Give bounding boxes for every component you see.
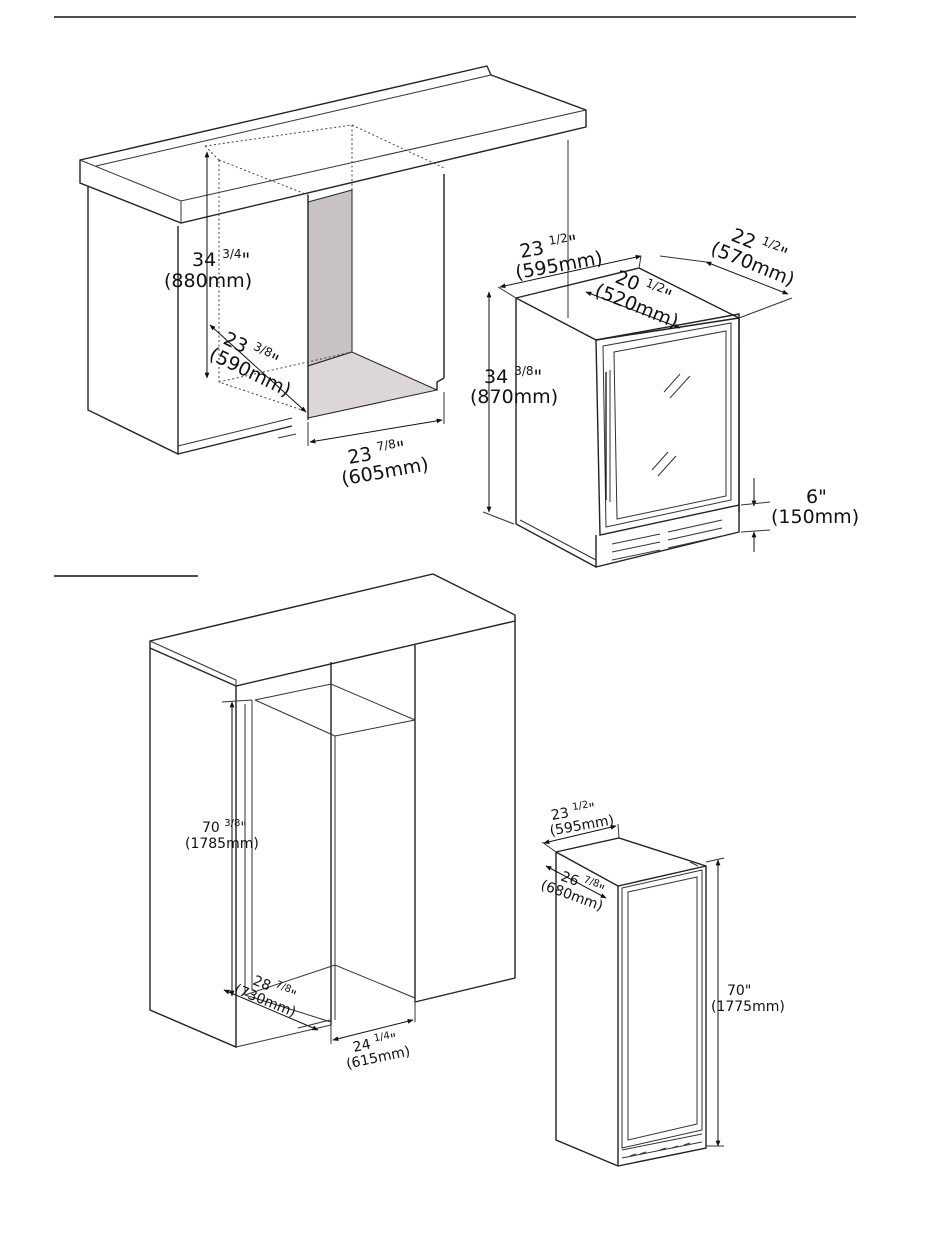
svg-text:70": 70" <box>727 983 751 999</box>
bot-unit-height-mm: (1775mm) <box>711 999 785 1015</box>
svg-text:6": 6" <box>806 486 827 508</box>
bot-cab-height-mm: (1785mm) <box>185 836 259 852</box>
top-unit-width-frac: 1/2 <box>547 231 568 248</box>
svg-text:34 3/4": 34 3/4" <box>192 247 250 271</box>
top-kick-height-mm: (150mm) <box>771 506 859 528</box>
tall-cabinet-drawing <box>150 574 515 1047</box>
top-unit-height-frac: 3/8 <box>514 364 533 378</box>
top-cab-height-mm: (880mm) <box>164 270 252 292</box>
top-cab-height-frac: 3/4 <box>222 247 241 261</box>
top-cab-height-in: 34 <box>192 249 216 271</box>
svg-text:70 3/8": 70 3/8" <box>202 818 247 836</box>
top-cab-width-frac: 7/8 <box>375 437 396 454</box>
recess-back-wall <box>308 190 352 366</box>
bot-cab-height-frac: 3/8 <box>224 818 240 829</box>
top-unit-height-in: 34 <box>484 366 508 388</box>
recess-floor <box>308 352 437 418</box>
svg-text:34 3/8": 34 3/8" <box>484 364 542 388</box>
bot-unit-height-in: 70 <box>727 983 745 999</box>
top-unit-height-mm: (870mm) <box>470 386 558 408</box>
bot-unit-width-frac: 1/2 <box>572 800 590 814</box>
top-kick-height-in: 6 <box>806 486 818 508</box>
bot-cab-height-in: 70 <box>202 820 220 836</box>
